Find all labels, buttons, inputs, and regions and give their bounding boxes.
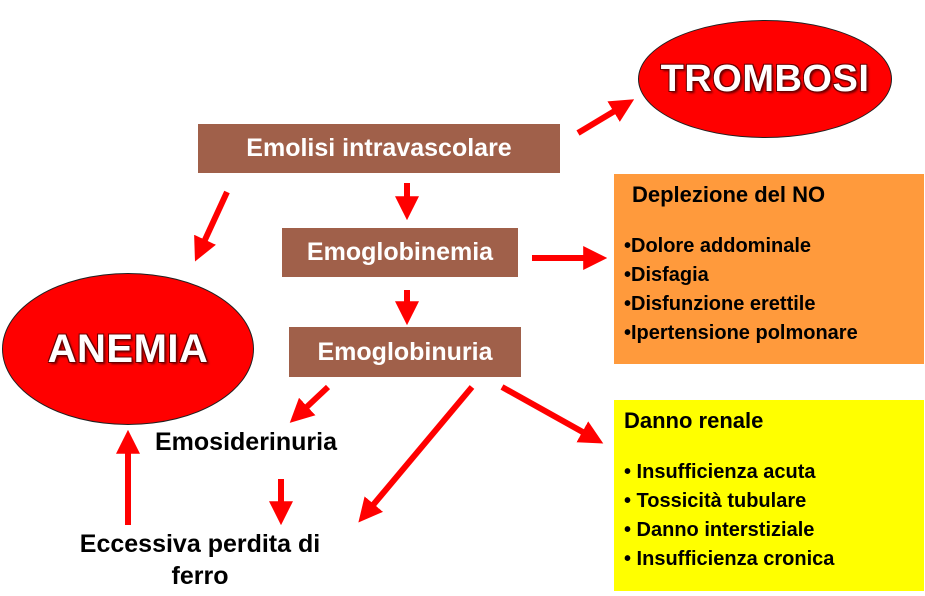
arrow-emoglobinuria-to-perdita	[358, 385, 475, 523]
no-panel-item: •Disfunzione erettile	[624, 293, 816, 315]
no-depletion-panel: Deplezione del NO •Dolore addominale •Di…	[614, 174, 924, 364]
emosiderinuria-label: Emosiderinuria	[155, 428, 337, 456]
emolisi-box: Emolisi intravascolare	[198, 124, 560, 173]
anemia-ellipse: ANEMIA	[2, 273, 254, 425]
renal-panel-item: • Tossicità tubulare	[624, 490, 807, 512]
no-panel-item: •Disfagia	[624, 264, 709, 286]
emoglobinuria-label: Emoglobinuria	[317, 337, 493, 366]
emoglobinuria-box: Emoglobinuria	[289, 327, 521, 377]
arrow-emoglobinuria-to-emosiderinuria	[289, 384, 331, 423]
renal-panel-item: • Danno interstiziale	[624, 519, 815, 541]
emoglobinemia-label: Emoglobinemia	[306, 238, 494, 266]
arrow-emolisi-to-trombosi	[576, 99, 635, 136]
anemia-label: ANEMIA	[47, 326, 209, 371]
no-panel-title: Deplezione del NO	[632, 182, 826, 207]
trombosi-ellipse: TROMBOSI	[638, 20, 892, 138]
perdita-ferro-label: Eccessiva perdita di ferro	[40, 528, 360, 592]
arrow-emoglobinuria-to-renal-panel	[500, 384, 604, 444]
renal-damage-panel: Danno renale • Insufficienza acuta • Tos…	[614, 400, 924, 591]
emoglobinemia-box: Emoglobinemia	[282, 228, 518, 277]
renal-panel-item: • Insufficienza acuta	[624, 461, 816, 483]
perdita-line1: Eccessiva perdita di	[79, 530, 321, 558]
no-panel-item: •Dolore addominale	[624, 235, 812, 257]
perdita-line2: ferro	[171, 562, 229, 590]
trombosi-label: TROMBOSI	[660, 57, 870, 100]
no-panel-item: •Ipertensione polmonare	[624, 322, 858, 344]
emolisi-label: Emolisi intravascolare	[246, 134, 512, 162]
renal-panel-title: Danno renale	[624, 408, 764, 433]
arrow-emolisi-to-anemia	[194, 190, 230, 262]
renal-panel-item: • Insufficienza cronica	[624, 548, 835, 570]
